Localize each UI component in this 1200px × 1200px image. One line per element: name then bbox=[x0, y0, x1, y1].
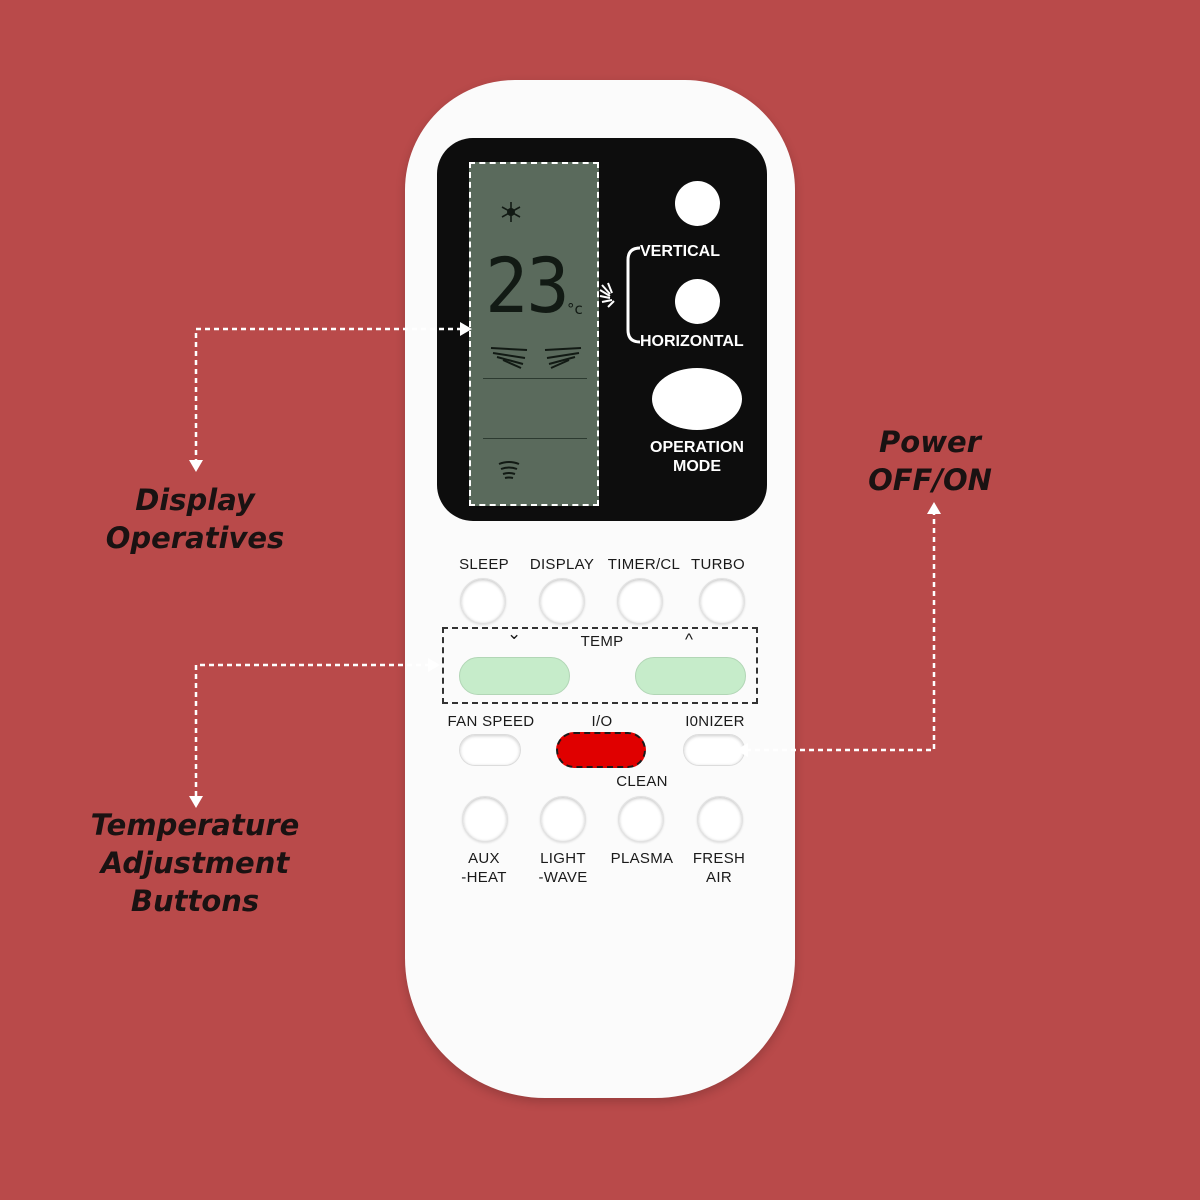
operation-mode-label-line: OPERATION bbox=[650, 439, 744, 456]
power-label: I/O bbox=[591, 713, 613, 730]
callout-temperature-adjustment: Temperature Adjustment Buttons bbox=[55, 806, 335, 920]
horizontal-label: HORIZONTAL bbox=[640, 333, 744, 350]
operation-mode-label: OPERATION MODE bbox=[637, 438, 757, 476]
label-line: LIGHT bbox=[540, 850, 586, 867]
temp-label: TEMP bbox=[580, 633, 624, 650]
power-button[interactable] bbox=[556, 732, 646, 768]
fan-speed-button[interactable] bbox=[459, 734, 521, 766]
light-wave-label: LIGHT -WAVE bbox=[523, 849, 603, 887]
fan-blade-left-icon bbox=[490, 347, 528, 369]
callout-display-operatives: Display Operatives bbox=[75, 481, 315, 557]
signal-icon bbox=[498, 461, 520, 479]
timer-label: TIMER/CL bbox=[607, 556, 681, 573]
fresh-air-label: FRESH AIR bbox=[679, 849, 759, 887]
plasma-button[interactable] bbox=[618, 796, 664, 842]
chevron-down-icon: ⌄ bbox=[507, 624, 522, 643]
callout-line: Power bbox=[879, 425, 981, 459]
plasma-label: PLASMA bbox=[602, 849, 682, 868]
arrowhead bbox=[428, 658, 440, 672]
horizontal-swing-button[interactable] bbox=[675, 279, 720, 324]
turbo-label: TURBO bbox=[691, 556, 745, 573]
arrowhead bbox=[189, 796, 203, 808]
callout-line: Buttons bbox=[130, 884, 260, 918]
fan-blade-right-icon bbox=[544, 347, 582, 369]
callout-line: Operatives bbox=[105, 521, 285, 555]
vertical-label: VERTICAL bbox=[640, 243, 720, 260]
arrowhead bbox=[460, 322, 472, 336]
temp-up-button[interactable] bbox=[635, 657, 746, 695]
timer-clock-button[interactable] bbox=[617, 578, 663, 624]
snowflake-icon bbox=[501, 202, 521, 222]
callout-power: Power OFF/ON bbox=[830, 423, 1030, 499]
swing-bracket bbox=[626, 246, 641, 344]
vertical-swing-button[interactable] bbox=[675, 181, 720, 226]
callout-line: Temperature bbox=[90, 808, 300, 842]
sleep-label: SLEEP bbox=[459, 556, 509, 573]
operation-mode-button[interactable] bbox=[652, 368, 742, 430]
temp-highlight-box bbox=[442, 627, 758, 704]
light-wave-button[interactable] bbox=[540, 796, 586, 842]
label-line: PLASMA bbox=[610, 850, 674, 867]
display-label: DISPLAY bbox=[529, 556, 595, 573]
label-line: AIR bbox=[706, 869, 732, 886]
callout-line: Adjustment bbox=[100, 846, 290, 880]
arrowhead bbox=[927, 502, 941, 514]
arrowhead bbox=[736, 743, 748, 757]
lcd-temperature: 23 bbox=[485, 241, 570, 331]
lcd-divider bbox=[483, 378, 587, 379]
aux-heat-label: AUX -HEAT bbox=[444, 849, 524, 887]
fan-speed-label: FAN SPEED bbox=[447, 713, 535, 730]
ionizer-label: I0NIZER bbox=[685, 713, 745, 730]
clean-label: CLEAN bbox=[616, 773, 668, 790]
lcd-divider bbox=[483, 438, 587, 439]
lcd-unit: °c bbox=[567, 300, 583, 318]
temp-down-button[interactable] bbox=[459, 657, 570, 695]
ionizer-button[interactable] bbox=[683, 734, 745, 766]
lcd-screen: 23 °c bbox=[469, 162, 599, 506]
label-line: -WAVE bbox=[538, 869, 588, 886]
arrowhead bbox=[189, 460, 203, 472]
label-line: FRESH bbox=[692, 850, 746, 867]
sleep-button[interactable] bbox=[460, 578, 506, 624]
display-button[interactable] bbox=[539, 578, 585, 624]
chevron-up-icon: ^ bbox=[685, 630, 693, 649]
label-line: -HEAT bbox=[461, 869, 507, 886]
callout-line: OFF/ON bbox=[868, 463, 992, 497]
turbo-button[interactable] bbox=[699, 578, 745, 624]
operation-mode-label-line: MODE bbox=[673, 458, 721, 475]
aux-heat-button[interactable] bbox=[462, 796, 508, 842]
fresh-air-button[interactable] bbox=[697, 796, 743, 842]
label-line: AUX bbox=[468, 850, 500, 867]
callout-line: Display bbox=[135, 483, 255, 517]
swing-indicator-icon bbox=[599, 282, 615, 308]
